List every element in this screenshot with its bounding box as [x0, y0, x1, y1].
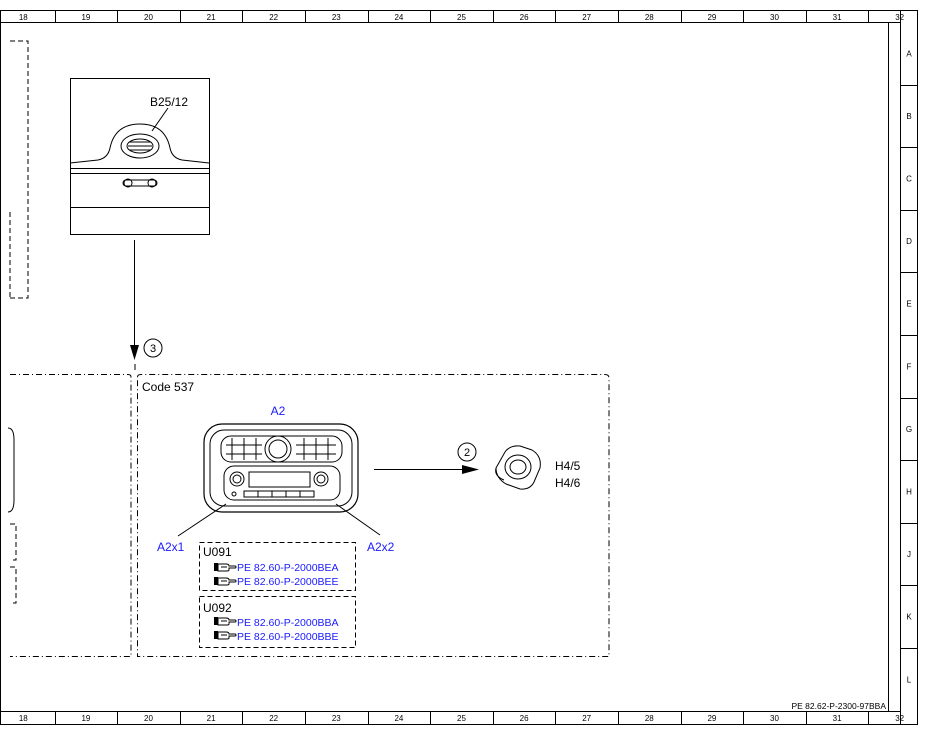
variant-u091-code: U091: [203, 545, 232, 559]
ruler-column-label: 26: [520, 714, 529, 723]
reference-link[interactable]: PE 82.60-P-2000BBA: [237, 617, 339, 629]
ruler-column-label: 32: [895, 13, 904, 22]
marker-3-label: 3: [150, 343, 156, 355]
ruler-row-label: L: [907, 675, 912, 684]
code-537-label: Code 537: [142, 380, 194, 394]
ruler-column-label: 29: [707, 13, 716, 22]
ruler-bottom-ticks: [55, 711, 869, 724]
ruler-column-label: 32: [895, 714, 904, 723]
ruler-column-label: 18: [19, 714, 28, 723]
ruler-column-label: 23: [332, 714, 341, 723]
ruler-right-ticks: [900, 85, 917, 649]
ruler-column-label: 30: [770, 13, 779, 22]
b25-12-label: B25/12: [150, 95, 188, 109]
ruler-column-label: 24: [394, 13, 403, 22]
ruler-column-label: 20: [144, 13, 153, 22]
ruler-row-label: E: [906, 300, 911, 309]
ruler-right-labels: A B C D E F G H J K L: [906, 49, 912, 684]
ruler-row-label: H: [906, 488, 912, 497]
button-bar-icon: [122, 178, 158, 188]
b25-12-component: [69, 78, 210, 235]
document-id: PE 82.62-P-2300-97BBA: [791, 701, 886, 711]
reference-hand-icon: [214, 577, 237, 586]
ruler-row-label: A: [906, 49, 912, 58]
radio-unit: [203, 423, 359, 513]
code-537-zone: [10, 364, 610, 657]
a2x1-label: A2x1: [157, 540, 185, 554]
ruler-column-label: 25: [457, 714, 466, 723]
marker-2-label: 2: [464, 447, 470, 459]
ruler-row-label: F: [907, 362, 912, 371]
ruler-column-label: 21: [207, 13, 216, 22]
speaker-grille-icon: [120, 133, 160, 159]
ruler-row-label: B: [906, 112, 911, 121]
ruler-top-labels: 18 19 20 21 22 23 24 25 26 27 28 29 30 31 32: [19, 13, 905, 22]
radio-a2-label: A2: [271, 404, 286, 418]
marker-2-circle: [457, 442, 477, 462]
speaker-label-1: H4/5: [555, 459, 581, 473]
marker-3-circle: [143, 338, 163, 358]
ruler-column-label: 31: [833, 714, 842, 723]
reference-hand-icon: [214, 617, 237, 626]
ruler-column-label: 23: [332, 13, 341, 22]
ruler-column-label: 26: [520, 13, 529, 22]
ruler-column-label: 20: [144, 714, 153, 723]
ruler-top-ticks: [55, 10, 869, 22]
a2x2-leader-line: [335, 503, 381, 536]
reference-link[interactable]: PE 82.60-P-2000BEE: [237, 576, 339, 588]
ruler-column-label: 22: [269, 714, 278, 723]
ruler-row-label: J: [907, 550, 911, 559]
reference-hand-icon: [214, 631, 237, 640]
reference-link[interactable]: PE 82.60-P-2000BBE: [237, 631, 339, 643]
ruler-column-label: 28: [645, 13, 654, 22]
ruler-column-label: 19: [81, 714, 90, 723]
ruler-column-label: 28: [645, 714, 654, 723]
variant-u092-code: U092: [203, 601, 232, 615]
ruler-column-label: 24: [394, 714, 403, 723]
ruler-column-label: 27: [582, 13, 591, 22]
variant-u092: U092 PE 82.60-P-2000BBA PE 82.60-P-2000B…: [199, 596, 356, 648]
ruler-row-label: C: [906, 175, 912, 184]
ruler-column-label: 22: [269, 13, 278, 22]
ruler-column-label: 18: [19, 13, 28, 22]
ruler-column-label: 30: [770, 714, 779, 723]
left-partial-boxes: [9, 40, 29, 604]
ruler-column-label: 29: [707, 714, 716, 723]
variant-u091: U091 PE 82.60-P-2000BEA PE 82.60-P-2000B…: [199, 542, 356, 591]
ruler-row-label: K: [906, 613, 912, 622]
left-partial-rounded-box: [7, 427, 15, 513]
ruler-column-label: 27: [582, 714, 591, 723]
ruler-column-label: 21: [207, 714, 216, 723]
ruler-column-label: 25: [457, 13, 466, 22]
speaker-label-2: H4/6: [555, 476, 581, 490]
ruler-bottom-labels: 18 19 20 21 22 23 24 25 26 27 28 29 30 31 32: [19, 714, 905, 723]
arrow-right: [374, 465, 479, 474]
ruler-column-label: 19: [81, 13, 90, 22]
arrow-down: [130, 240, 139, 360]
b25-12-leader-line: [151, 107, 169, 132]
ruler-column-label: 31: [833, 13, 842, 22]
a2x1-leader-line: [177, 503, 227, 537]
ruler-row-label: G: [906, 425, 912, 434]
speaker-icon: [495, 445, 541, 490]
drawing-frame: [0, 10, 918, 725]
reference-link[interactable]: PE 82.60-P-2000BEA: [237, 562, 339, 574]
ruler-row-label: D: [906, 237, 912, 246]
reference-hand-icon: [214, 563, 237, 572]
a2x2-label: A2x2: [367, 540, 395, 554]
